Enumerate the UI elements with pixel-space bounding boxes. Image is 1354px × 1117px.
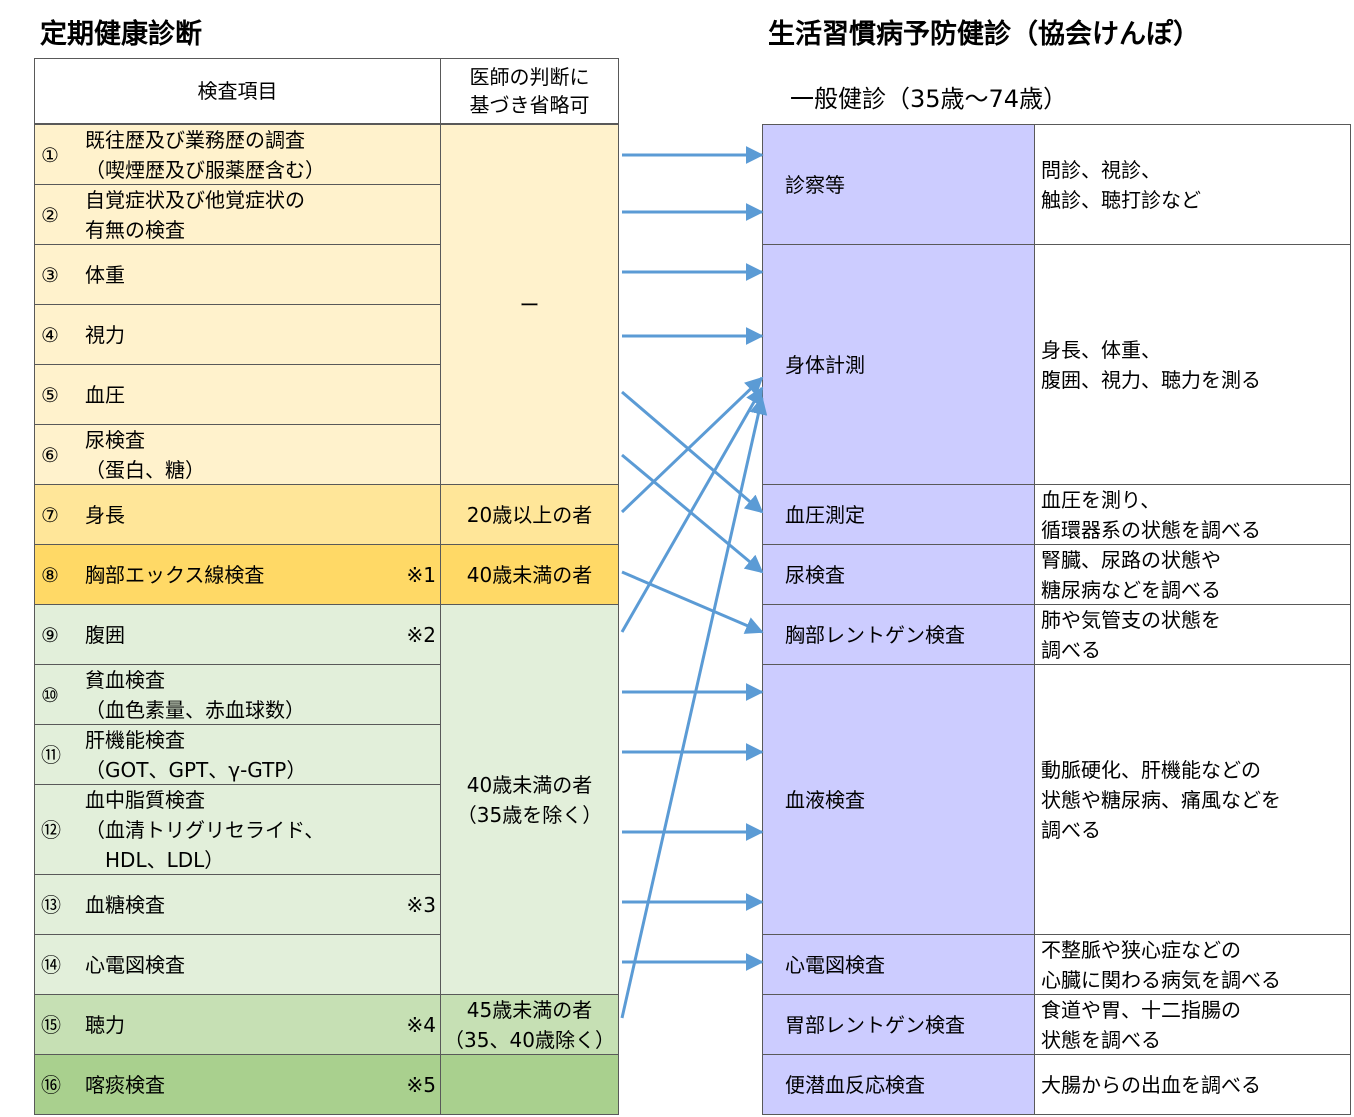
left-item-row: ⑧ 胸部エックス線検査 ※1: [34, 544, 441, 605]
left-title: 定期健康診断: [40, 19, 202, 50]
item-note: ※4: [406, 1012, 436, 1037]
exam-name: 身体計測: [762, 244, 1035, 485]
left-item-row: ⑯ 喀痰検査 ※5: [34, 1054, 441, 1115]
exam-description: 肺や気管支の状態を 調べる: [1034, 604, 1351, 665]
item-name: 聴力: [85, 1012, 125, 1037]
exam-name: 診察等: [762, 124, 1035, 245]
exam-name: 便潜血反応検査: [762, 1054, 1035, 1115]
left-item-row: ⑤ 血圧: [34, 364, 441, 425]
item-name: 貧血検査 （血色素量、赤血球数）: [85, 667, 305, 722]
exam-description: 不整脈や狭心症などの 心臓に関わる病気を調べる: [1034, 934, 1351, 995]
item-name: 胸部エックス線検査: [85, 562, 265, 587]
omit-cell: 20歳以上の者: [440, 484, 619, 545]
left-item-row: ⑬ 血糖検査 ※3: [34, 874, 441, 935]
item-name: 腹囲: [85, 622, 125, 647]
item-note: ※1: [406, 562, 436, 587]
item-name: 血圧: [85, 382, 125, 407]
item-number: ⑨: [41, 622, 59, 647]
omit-cell: ー: [440, 124, 619, 485]
mapping-arrow: [621, 453, 764, 574]
item-name: 自覚症状及び他覚症状の 有無の検査: [85, 187, 305, 242]
item-number: ⑦: [41, 502, 59, 527]
item-number: ③: [41, 262, 59, 287]
exam-name: 血圧測定: [762, 484, 1035, 545]
item-number: ⑪: [41, 742, 61, 767]
mapping-arrow: [621, 570, 764, 634]
item-name: 血中脂質検査 （血清トリグリセライド、 HDL、LDL）: [85, 787, 325, 872]
left-item-row: ⑮ 聴力 ※4: [34, 994, 441, 1055]
right-subtitle: 一般健診（35歳～74歳）: [790, 85, 1068, 113]
item-name: 肝機能検査 （GOT、GPT、γ-GTP）: [85, 727, 307, 782]
item-number: ②: [41, 202, 59, 227]
item-name: 身長: [85, 502, 125, 527]
left-item-row: ③ 体重: [34, 244, 441, 305]
item-note: ※3: [406, 892, 436, 917]
item-name: 体重: [85, 262, 125, 287]
item-number: ⑮: [41, 1012, 61, 1037]
item-name: 既往歴及び業務歴の調査 （喫煙歴及び服薬歴含む）: [85, 127, 325, 182]
exam-name: 胃部レントゲン検査: [762, 994, 1035, 1055]
item-number: ④: [41, 322, 59, 347]
item-name: 心電図検査: [85, 952, 185, 977]
exam-description: 問診、視診、 触診、聴打診など: [1034, 124, 1351, 245]
omit-cell: 40歳未満の者 （35歳を除く）: [440, 604, 619, 995]
item-note: ※5: [406, 1072, 436, 1097]
exam-description: 食道や胃、十二指腸の 状態を調べる: [1034, 994, 1351, 1055]
mapping-arrow: [620, 396, 768, 1019]
exam-description: 大腸からの出血を調べる: [1034, 1054, 1351, 1115]
item-number: ⑥: [41, 442, 59, 467]
left-item-row: ⑩ 貧血検査 （血色素量、赤血球数）: [34, 664, 441, 725]
exam-name: 尿検査: [762, 544, 1035, 605]
item-name: 喀痰検査: [85, 1072, 165, 1097]
item-number: ①: [41, 142, 59, 167]
omit-cell: 40歳未満の者: [440, 544, 619, 605]
left-item-row: ② 自覚症状及び他覚症状の 有無の検査: [34, 184, 441, 245]
exam-description: 血圧を測り、 循環器系の状態を調べる: [1034, 484, 1351, 545]
item-number: ⑧: [41, 562, 59, 587]
item-note: ※2: [406, 622, 436, 647]
exam-description: 身長、体重、 腹囲、視力、聴力を測る: [1034, 244, 1351, 485]
left-item-row: ⑫ 血中脂質検査 （血清トリグリセライド、 HDL、LDL）: [34, 784, 441, 875]
left-item-row: ⑪ 肝機能検査 （GOT、GPT、γ-GTP）: [34, 724, 441, 785]
right-title: 生活習慣病予防健診（協会けんぽ）: [768, 19, 1200, 50]
header-items: 検査項目: [34, 58, 441, 124]
left-item-row: ⑨ 腹囲 ※2: [34, 604, 441, 665]
exam-name: 胸部レントゲン検査: [762, 604, 1035, 665]
left-item-row: ⑦ 身長: [34, 484, 441, 545]
left-item-row: ⑥ 尿検査 （蛋白、糖）: [34, 424, 441, 485]
left-item-row: ④ 視力: [34, 304, 441, 365]
header-omit: 医師の判断に 基づき省略可: [440, 58, 619, 124]
mapping-arrow: [620, 376, 764, 514]
omit-cell: 45歳未満の者 （35、40歳除く）: [440, 994, 619, 1055]
omit-cell: [440, 1054, 619, 1115]
item-name: 視力: [85, 322, 125, 347]
item-name: 血糖検査: [85, 892, 165, 917]
item-number: ⑯: [41, 1072, 61, 1097]
exam-description: 動脈硬化、肝機能などの 状態や糖尿病、痛風などを 調べる: [1034, 664, 1351, 935]
item-number: ⑫: [41, 817, 61, 842]
exam-name: 心電図検査: [762, 934, 1035, 995]
mapping-arrow: [621, 390, 764, 514]
item-number: ⑤: [41, 382, 59, 407]
item-number: ⑬: [41, 892, 61, 917]
left-item-row: ⑭ 心電図検査: [34, 934, 441, 995]
exam-name: 血液検査: [762, 664, 1035, 935]
item-name: 尿検査 （蛋白、糖）: [85, 427, 205, 482]
exam-description: 腎臓、尿路の状態や 糖尿病などを調べる: [1034, 544, 1351, 605]
item-number: ⑩: [41, 682, 59, 707]
left-item-row: ① 既往歴及び業務歴の調査 （喫煙歴及び服薬歴含む）: [34, 124, 441, 185]
item-number: ⑭: [41, 952, 61, 977]
mapping-arrow: [620, 386, 764, 633]
